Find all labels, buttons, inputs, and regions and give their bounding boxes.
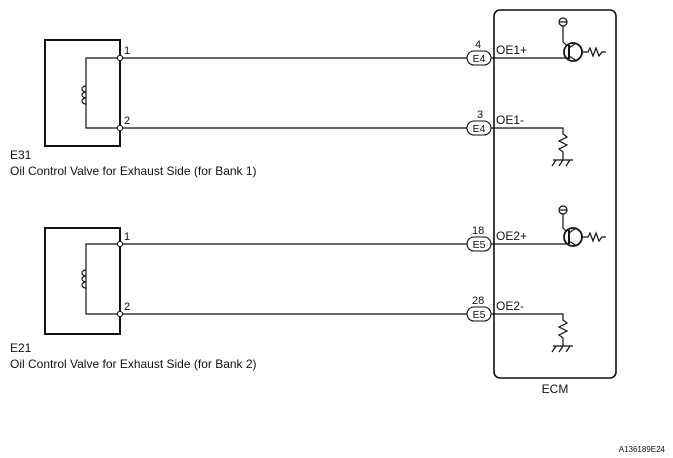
valve-e21-pin2-label: 2 — [124, 301, 130, 313]
signal-name: OE2- — [496, 299, 524, 313]
valve-e31-body — [44, 39, 121, 147]
terminal-pin-number: 3 — [477, 109, 483, 121]
ecm-terminal-oe2-minus: 28 E5 OE2- — [466, 295, 524, 322]
ecm-pulldown-resistor-2-icon — [491, 313, 573, 353]
ecm-terminal-oe2-plus: 18 E5 OE2+ — [466, 225, 527, 252]
valve-e21-coil-icon — [81, 269, 87, 289]
valve-e21-body — [44, 227, 121, 335]
ecm-terminal-oe1-plus: 4 E4 OE1+ — [466, 39, 527, 66]
valve-e21-id: E21 — [10, 341, 32, 355]
ecm-label: ECM — [542, 382, 569, 396]
signal-name: OE1+ — [496, 43, 527, 57]
ecm-box — [493, 9, 617, 379]
terminal-pin-number: 28 — [472, 295, 484, 307]
valve-e31-name: Oil Control Valve for Exhaust Side (for … — [10, 164, 257, 178]
valve-e21-pin2-terminal — [116, 310, 124, 318]
connector-id: E5 — [473, 309, 486, 321]
valve-e31: 1 2 E31 Oil Control Valve for Exhaust Si… — [10, 39, 257, 178]
ecm-terminal-oe1-minus: 3 E4 OE1- — [466, 109, 524, 136]
valve-e31-internal-wire — [85, 57, 120, 129]
valve-e31-pin2-label: 2 — [124, 115, 130, 127]
ecm-pulldown-resistor-1-icon — [491, 127, 573, 167]
connector-id: E4 — [473, 53, 486, 65]
valve-e31-pin1-terminal — [116, 54, 124, 62]
valve-e31-pin2-terminal — [116, 124, 124, 132]
valve-e21-name: Oil Control Valve for Exhaust Side (for … — [10, 357, 257, 371]
valve-e21-pin1-label: 1 — [124, 231, 130, 243]
terminal-pin-number: 4 — [475, 39, 481, 51]
valve-e31-coil-icon — [81, 85, 87, 105]
connector-id: E4 — [473, 123, 486, 135]
valve-e21: 1 2 E21 Oil Control Valve for Exhaust Si… — [10, 227, 257, 371]
signal-name: OE2+ — [496, 229, 527, 243]
valve-e31-pin1-label: 1 — [124, 45, 130, 57]
valve-e21-internal-wire — [85, 243, 120, 315]
ecm-driver-transistor-2-icon — [491, 205, 606, 247]
signal-name: OE1- — [496, 113, 524, 127]
terminal-pin-number: 18 — [472, 225, 484, 237]
valve-e21-pin1-terminal — [116, 240, 124, 248]
valve-e31-id: E31 — [10, 148, 32, 162]
connector-id: E5 — [473, 239, 486, 251]
ecm-driver-transistor-1-icon — [491, 17, 606, 62]
figure-code: A136189E24 — [619, 445, 666, 454]
